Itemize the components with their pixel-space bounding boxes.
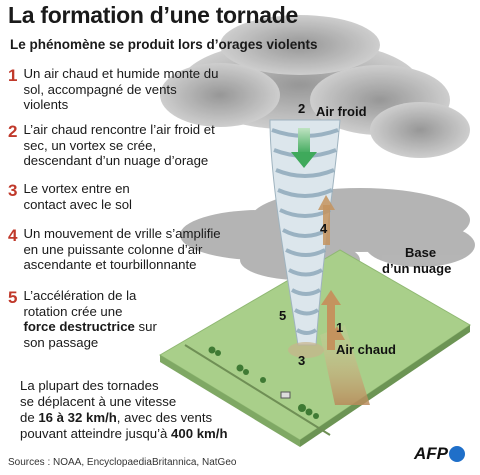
step-number: 5 <box>8 288 18 307</box>
warm-air-arrows <box>318 195 341 350</box>
label-air-froid: Air froid <box>316 104 367 119</box>
speed-note: La plupart des tornades se déplacent à u… <box>20 378 260 442</box>
page-title: La formation d’une tornade <box>8 2 298 28</box>
marker-4: 4 <box>320 221 328 236</box>
speed-range: 16 à 32 km/h <box>38 410 117 425</box>
step-3: 3 Le vortex entre en contact avec le sol <box>8 181 223 212</box>
marker-5: 5 <box>279 308 287 323</box>
cold-air-arrow <box>291 128 317 168</box>
marker-2: 2 <box>298 101 306 116</box>
speed-max: 400 km/h <box>171 426 228 441</box>
note-line: pouvant atteindre jusqu’à 400 km/h <box>20 426 260 442</box>
afp-logo: AFP <box>414 444 465 464</box>
trees <box>208 346 319 419</box>
step-number: 2 <box>8 122 18 141</box>
label-air-chaud: Air chaud <box>336 342 396 357</box>
step-number: 4 <box>8 226 18 245</box>
note-text: de <box>20 410 39 425</box>
note-line: de 16 à 32 km/h, avec des vents <box>20 410 260 426</box>
note-text: pouvant atteindre jusqu’à <box>20 426 172 441</box>
step-text-part: sur son passage <box>23 319 157 350</box>
step-text: Le vortex entre en contact avec le sol <box>23 181 132 212</box>
car-icon <box>280 391 291 399</box>
storm-cloud-top <box>160 15 470 158</box>
label-base-nuage-1: Base <box>405 245 437 260</box>
note-text: , avec des vents <box>116 410 213 425</box>
marker-1: 1 <box>336 320 344 335</box>
step-2: 2 L’air chaud rencontre l’air froid et s… <box>8 122 223 169</box>
note-line: La plupart des tornades <box>20 378 159 393</box>
step-number: 1 <box>8 66 18 85</box>
page-subtitle: Le phénomène se produit lors d’orages vi… <box>10 37 318 52</box>
sources: Sources : NOAA, EncyclopaediaBritannica,… <box>8 457 237 468</box>
step-text-part: L’accélération de la rotation crée une <box>23 288 137 319</box>
warm-air-arrow-right <box>328 326 345 340</box>
afp-dot-icon <box>449 446 465 462</box>
step-1: 1 Un air chaud et humide monte du sol, a… <box>8 66 223 113</box>
step-text: Un air chaud et humide monte du sol, acc… <box>23 66 219 112</box>
ground-edge-right <box>300 325 470 447</box>
step-text: L’accélération de la rotation crée une f… <box>23 288 158 350</box>
step-number: 3 <box>8 181 18 200</box>
brand-text: AFP <box>414 444 448 463</box>
marker-3: 3 <box>298 353 306 368</box>
ground-edge <box>160 355 300 447</box>
note-line: se déplacent à une vitesse <box>20 394 177 409</box>
step-5: 5 L’accélération de la rotation crée une… <box>8 288 158 350</box>
road <box>184 344 331 436</box>
step-text: Un mouvement de vrille s’amplifie en une… <box>23 226 221 272</box>
step-text-bold: force destructrice <box>23 319 135 334</box>
label-base-nuage-2: d’un nuage <box>382 261 452 276</box>
step-4: 4 Un mouvement de vrille s’amplifie en u… <box>8 226 223 273</box>
step-text: L’air chaud rencontre l’air froid et sec… <box>23 122 215 168</box>
